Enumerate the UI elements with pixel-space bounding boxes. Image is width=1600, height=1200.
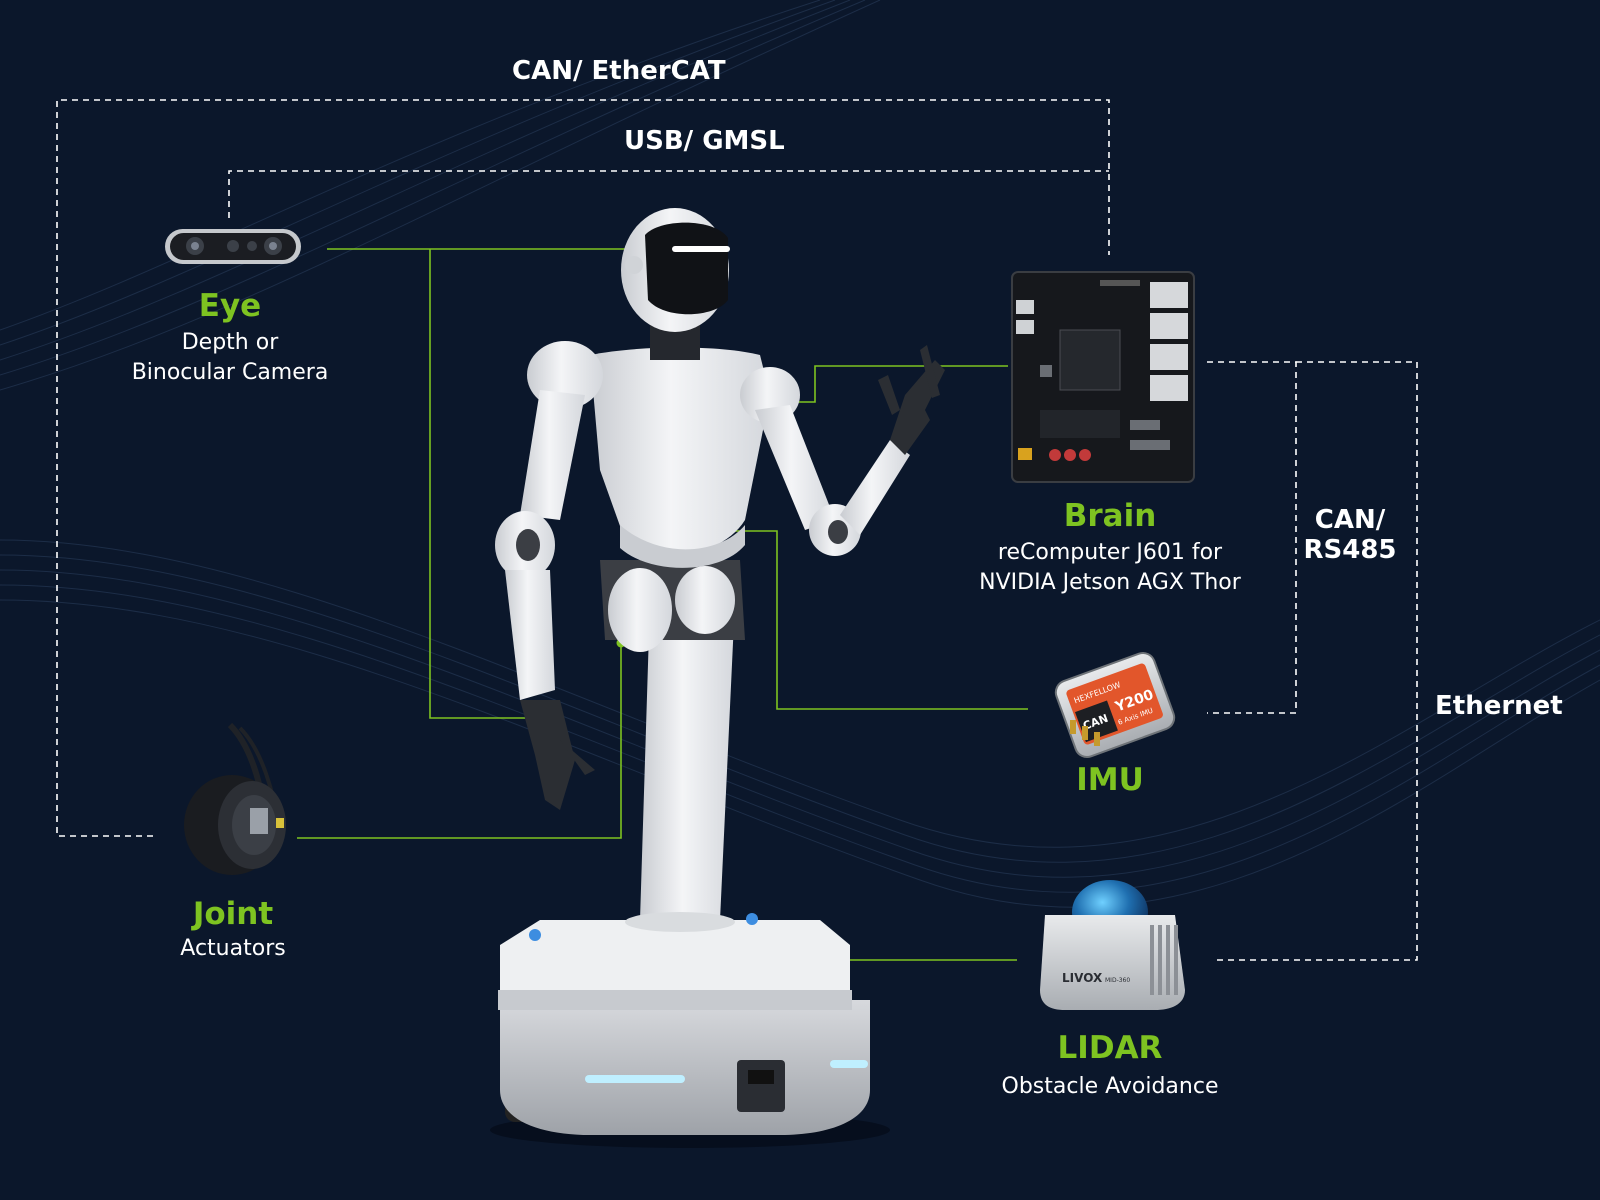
ethernet-bus-line	[1213, 361, 1418, 961]
brain-board-illustration	[1011, 271, 1195, 483]
lidar-model-text: MID-360	[1105, 977, 1130, 984]
lidar-illustration: LIVOX MID-360	[1040, 880, 1185, 1010]
eye-label: Eye Depth or Binocular Camera	[110, 288, 350, 388]
can-ethercat-label: CAN/ EtherCAT	[512, 56, 726, 86]
imu-title: IMU	[1076, 762, 1144, 798]
usb-gmsl-label: USB/ GMSL	[624, 126, 785, 156]
can-ethercat-bus-line	[56, 99, 1110, 837]
lidar-title: LIDAR	[1057, 1030, 1163, 1066]
robot-column	[640, 600, 735, 920]
joint-actuator-illustration	[184, 722, 286, 875]
background-waves	[0, 0, 1600, 908]
ethernet-label: Ethernet	[1435, 691, 1563, 721]
eye-desc-line2: Binocular Camera	[131, 360, 329, 385]
imu-module-illustration: HEXFELLOW Y200 6 Axis IMU CAN	[1054, 652, 1176, 758]
humanoid-robot-illustration	[490, 208, 945, 1148]
robot-torso	[590, 347, 770, 556]
robot-mobile-base	[500, 1000, 870, 1135]
depth-camera-illustration	[165, 229, 301, 264]
can-rs485-label: CAN/ RS485	[1300, 505, 1400, 565]
brain-label: Brain reComputer J601 for NVIDIA Jetson …	[955, 498, 1265, 598]
hand-connector-line	[429, 249, 535, 719]
joint-title: Joint	[192, 896, 274, 932]
lidar-brand-text: LIVOX	[1062, 971, 1103, 985]
joint-desc-line1: Actuators	[180, 936, 286, 961]
eye-desc-line1: Depth or	[181, 330, 279, 355]
can-rs485-label-line2: RS485	[1303, 535, 1397, 565]
eye-title: Eye	[198, 288, 262, 324]
lidar-label: LIDAR Obstacle Avoidance	[985, 1030, 1235, 1102]
brain-desc-line1: reComputer J601 for	[997, 540, 1223, 565]
joint-label: Joint Actuators	[153, 896, 313, 964]
imu-label: IMU	[1050, 762, 1170, 798]
brain-desc-line2: NVIDIA Jetson AGX Thor	[979, 570, 1241, 595]
brain-title: Brain	[1063, 498, 1157, 534]
can-rs485-label-line1: CAN/	[1314, 505, 1386, 535]
can-rs485-bus-line	[1207, 361, 1297, 714]
joint-connector-line	[297, 643, 622, 839]
lidar-desc-line1: Obstacle Avoidance	[1001, 1074, 1219, 1099]
usb-gmsl-bus-line	[228, 170, 1109, 218]
